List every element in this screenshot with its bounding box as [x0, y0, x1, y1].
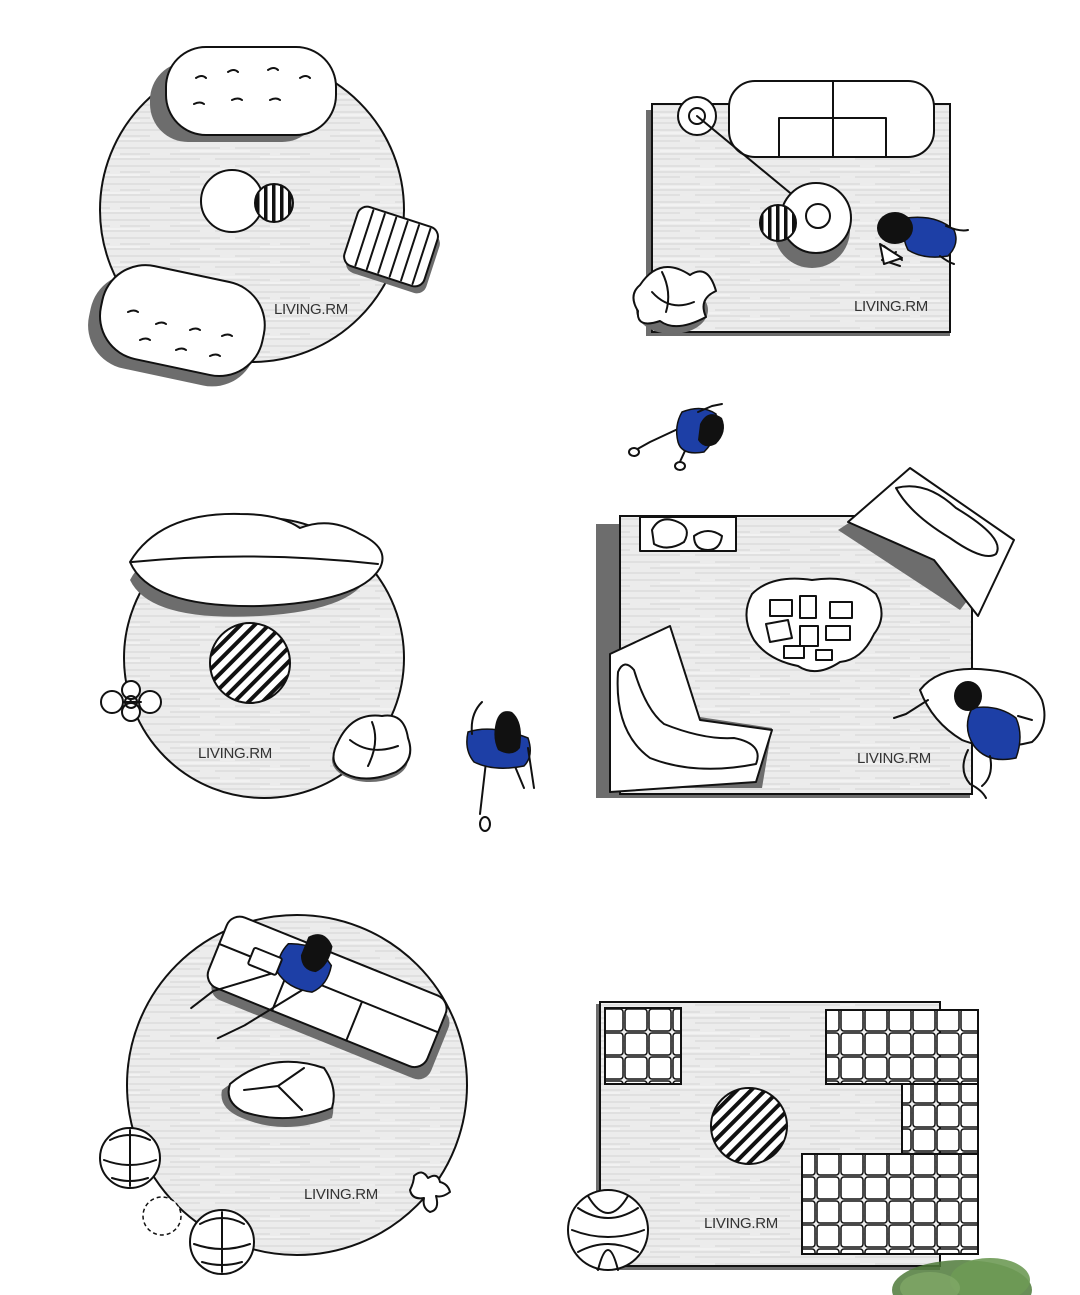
plant-corner [892, 1258, 1032, 1295]
person-walking-down [466, 701, 535, 832]
plant-small [409, 1171, 451, 1213]
flower-pouf-1 [99, 1127, 161, 1189]
room-label: LIVING.RM [704, 1215, 778, 1232]
person-walking [628, 403, 724, 471]
layout-1: LIVING.RM [88, 46, 440, 387]
room-label: LIVING.RM [857, 750, 931, 767]
sofa-top [150, 46, 337, 142]
room-label: LIVING.RM [198, 745, 272, 762]
coffee-table-round [200, 169, 264, 233]
modular-sofa-bottom [801, 1153, 979, 1255]
woven-pouf [567, 1189, 649, 1271]
pouf-chair [632, 266, 717, 334]
room-label: LIVING.RM [304, 1186, 378, 1203]
sofa-with-person [190, 915, 450, 1080]
striped-side-table [254, 183, 294, 223]
curved-sofa [129, 512, 384, 617]
striped-side-table [759, 204, 797, 242]
person-lying-with-dog [893, 667, 1046, 799]
pouf-chair [332, 714, 412, 782]
layout-3: LIVING.RM [100, 512, 412, 799]
striped-coffee-table [710, 1087, 788, 1165]
sofa-bottom [88, 264, 266, 387]
sofa [728, 80, 935, 158]
console-with-trays [639, 516, 737, 552]
person-sitting-reading [877, 212, 969, 267]
room-label: LIVING.RM [854, 298, 928, 315]
layout-5: LIVING.RM [99, 914, 468, 1275]
lounge-chair-right [838, 467, 1015, 617]
layout-2: LIVING.RM [632, 80, 969, 336]
layout-4: LIVING.RM [596, 467, 1046, 799]
side-table-dashed [142, 1196, 182, 1236]
modular-sofa-left [604, 1007, 682, 1085]
room-label: LIVING.RM [274, 301, 348, 318]
floor-lamp-flower [100, 680, 162, 722]
modular-sofa-top [825, 1009, 979, 1085]
rock-coffee-table [745, 577, 883, 673]
tripod-coffee-table [221, 1060, 335, 1127]
ottoman [343, 205, 440, 294]
layout-6: LIVING.RM [567, 1001, 1032, 1295]
flower-pouf-2 [189, 1209, 255, 1275]
modular-sofa-side [901, 1083, 979, 1155]
lounge-chair-left [600, 625, 773, 793]
striped-coffee-table [209, 622, 291, 704]
